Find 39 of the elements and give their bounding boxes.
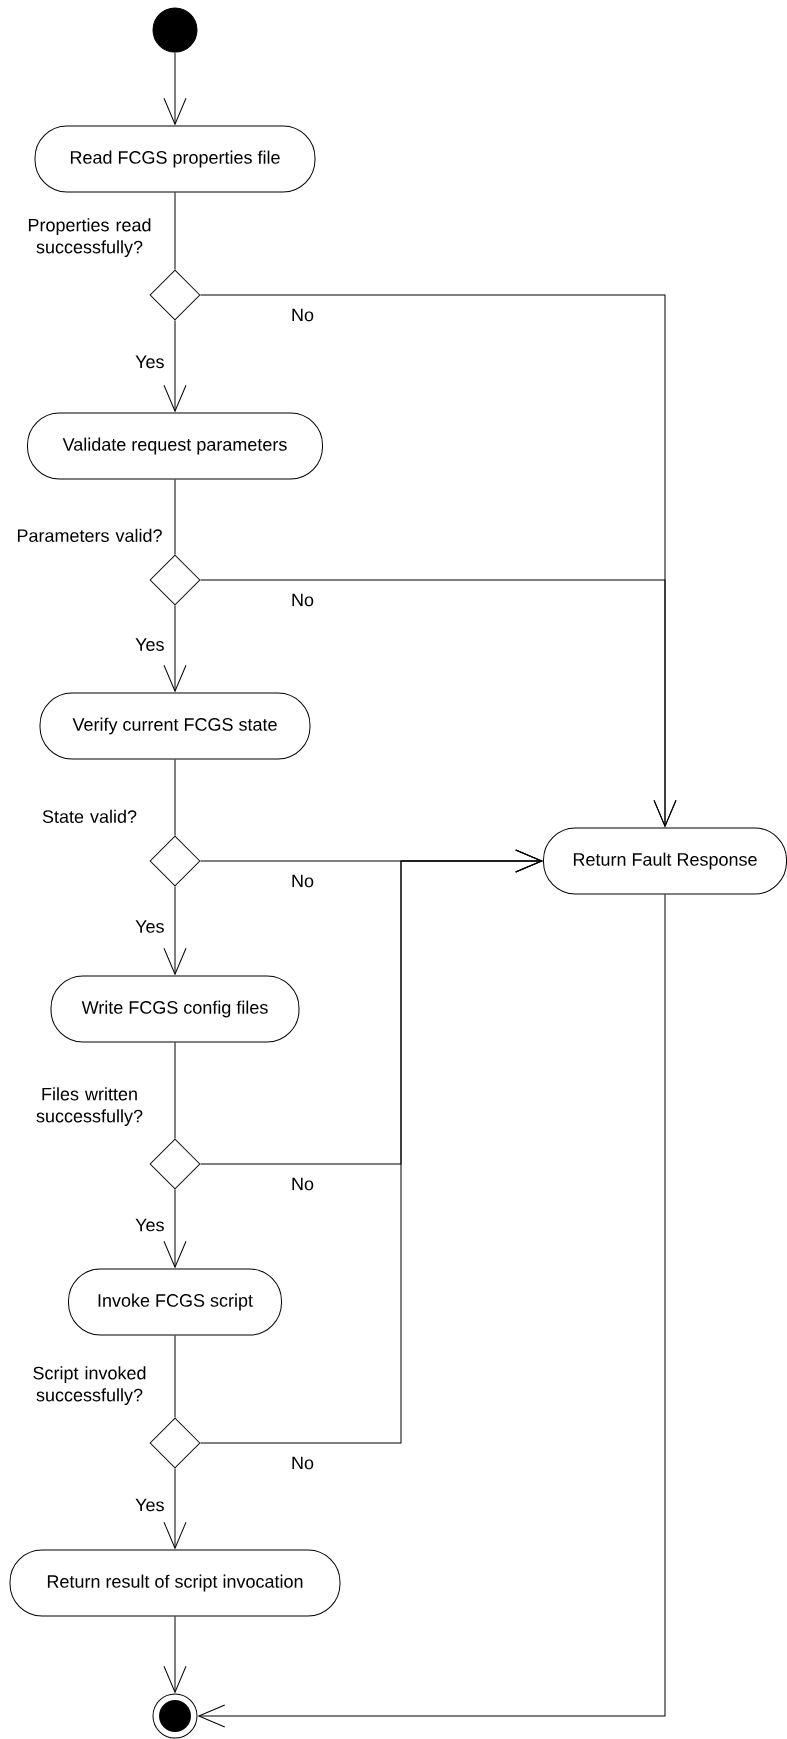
arrow (200, 849, 543, 1444)
condition-text: State valid? (42, 809, 137, 823)
condition-text: Files written successfully? (36, 1087, 143, 1126)
arrow (163, 52, 187, 125)
edge-label: Yes (133, 918, 167, 935)
activity-box: Write FCGS config files (50, 975, 300, 1043)
arrow (163, 605, 187, 692)
arrow (163, 320, 187, 412)
activity-box: Return Fault Response (543, 827, 787, 895)
edge-label: Yes (133, 636, 167, 653)
arrow (163, 886, 187, 975)
arrow (163, 1189, 187, 1268)
edge-label: No (289, 591, 316, 609)
activity-box: Read FCGS properties file (34, 125, 316, 193)
edge-label: Yes (133, 1216, 167, 1234)
edge-label: No (289, 1175, 316, 1193)
decision-diamond (149, 1138, 201, 1190)
condition-text: Script invoked successfully? (33, 1366, 146, 1405)
arrow (163, 1468, 187, 1549)
edge-label: No (289, 1454, 316, 1472)
edge-label: No (289, 872, 316, 890)
decision-diamond (149, 269, 201, 321)
activity-box: Validate request parameters (27, 412, 323, 480)
activity-box: Return result of script invocation (9, 1549, 341, 1617)
arrow (200, 579, 677, 827)
end-circle (152, 1693, 198, 1739)
decision-diamond (149, 835, 201, 887)
edge-label: No (289, 306, 316, 324)
decision-diamond (149, 1417, 201, 1469)
edge-label: Yes (133, 353, 167, 371)
condition-text: Parameters valid? (17, 528, 162, 542)
decision-diamond (149, 554, 201, 606)
edge-label: Yes (133, 1496, 167, 1514)
activity-box: Verify current FCGS state (39, 692, 311, 760)
activity-box: Invoke FCGS script (68, 1268, 282, 1336)
arrow (198, 894, 666, 1728)
start-circle (152, 7, 198, 53)
condition-text: Properties read successfully? (28, 218, 151, 257)
arrow (163, 1616, 187, 1693)
